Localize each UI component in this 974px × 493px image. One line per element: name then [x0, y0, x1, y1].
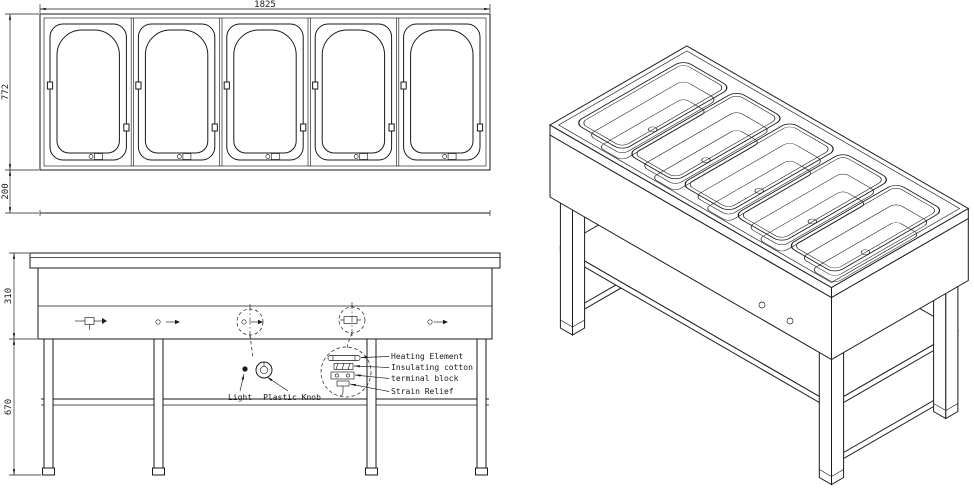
valve-symbol-right	[427, 319, 448, 325]
control-knob-iso	[759, 302, 765, 308]
label-plastic-knob: Plastic Knob	[263, 393, 321, 402]
tabletop-outline	[39, 13, 491, 171]
body-front-panel	[37, 267, 493, 340]
indicator-light-symbol	[155, 319, 180, 325]
label-terminal-block: terminal block	[391, 374, 459, 383]
heating-element-detail: Heating Element Insulating cotton termin…	[320, 346, 473, 398]
label-heating-element: Heating Element	[391, 352, 463, 361]
control-knob-iso	[787, 318, 793, 324]
dim-leg-height: 670	[4, 339, 41, 476]
table-leg-near	[819, 347, 843, 485]
compartment-separators	[130, 18, 400, 166]
foot	[152, 467, 165, 476]
dim-depth-label: 772	[1, 84, 11, 100]
dim-length: 1825	[39, 0, 491, 13]
label-insulating-cotton: Insulating cotton	[391, 363, 473, 372]
foot	[42, 467, 55, 476]
tabletop-inner-border	[43, 17, 487, 167]
knob-symbol	[236, 304, 264, 340]
knob-light-detail: Light Plastic Knob	[228, 361, 321, 402]
dim-depth: 772	[1, 13, 39, 171]
well-cover-5	[400, 23, 484, 161]
dim-offset: 200	[1, 170, 39, 214]
dim-leg-height-label: 670	[4, 399, 14, 415]
light-dot	[242, 366, 248, 372]
tabletop-front	[29, 252, 501, 269]
well-cover-3	[223, 23, 307, 161]
table-leg-left	[560, 197, 584, 335]
insulating-cotton-drawing	[333, 363, 354, 370]
strain-relief-drawing	[336, 380, 350, 387]
tabletop-iso	[550, 46, 968, 288]
well-cover-4	[312, 23, 395, 161]
dim-offset-label: 200	[1, 183, 11, 199]
heating-element-drawing	[327, 355, 361, 361]
dim-body-height: 310	[4, 252, 37, 340]
isometric-view	[550, 46, 968, 485]
drain-valve-symbol	[75, 317, 107, 330]
well-cover-1	[46, 23, 130, 161]
front-view: 310 670	[4, 252, 501, 476]
well-cover-2	[135, 23, 218, 161]
dim-body-height-label: 310	[4, 288, 14, 304]
lower-brace-right	[838, 397, 940, 462]
table-legs-front	[42, 338, 488, 476]
dim-length-label: 1825	[254, 0, 276, 10]
table-leg-right	[934, 281, 958, 419]
terminal-block-drawing	[330, 371, 355, 380]
foot	[475, 467, 488, 476]
element-junction-symbol	[338, 302, 366, 338]
label-light: Light	[228, 393, 252, 402]
top-view: 1825 772 200	[1, 0, 491, 216]
foot	[365, 467, 378, 476]
label-strain-relief: Strain Relief	[391, 387, 454, 396]
